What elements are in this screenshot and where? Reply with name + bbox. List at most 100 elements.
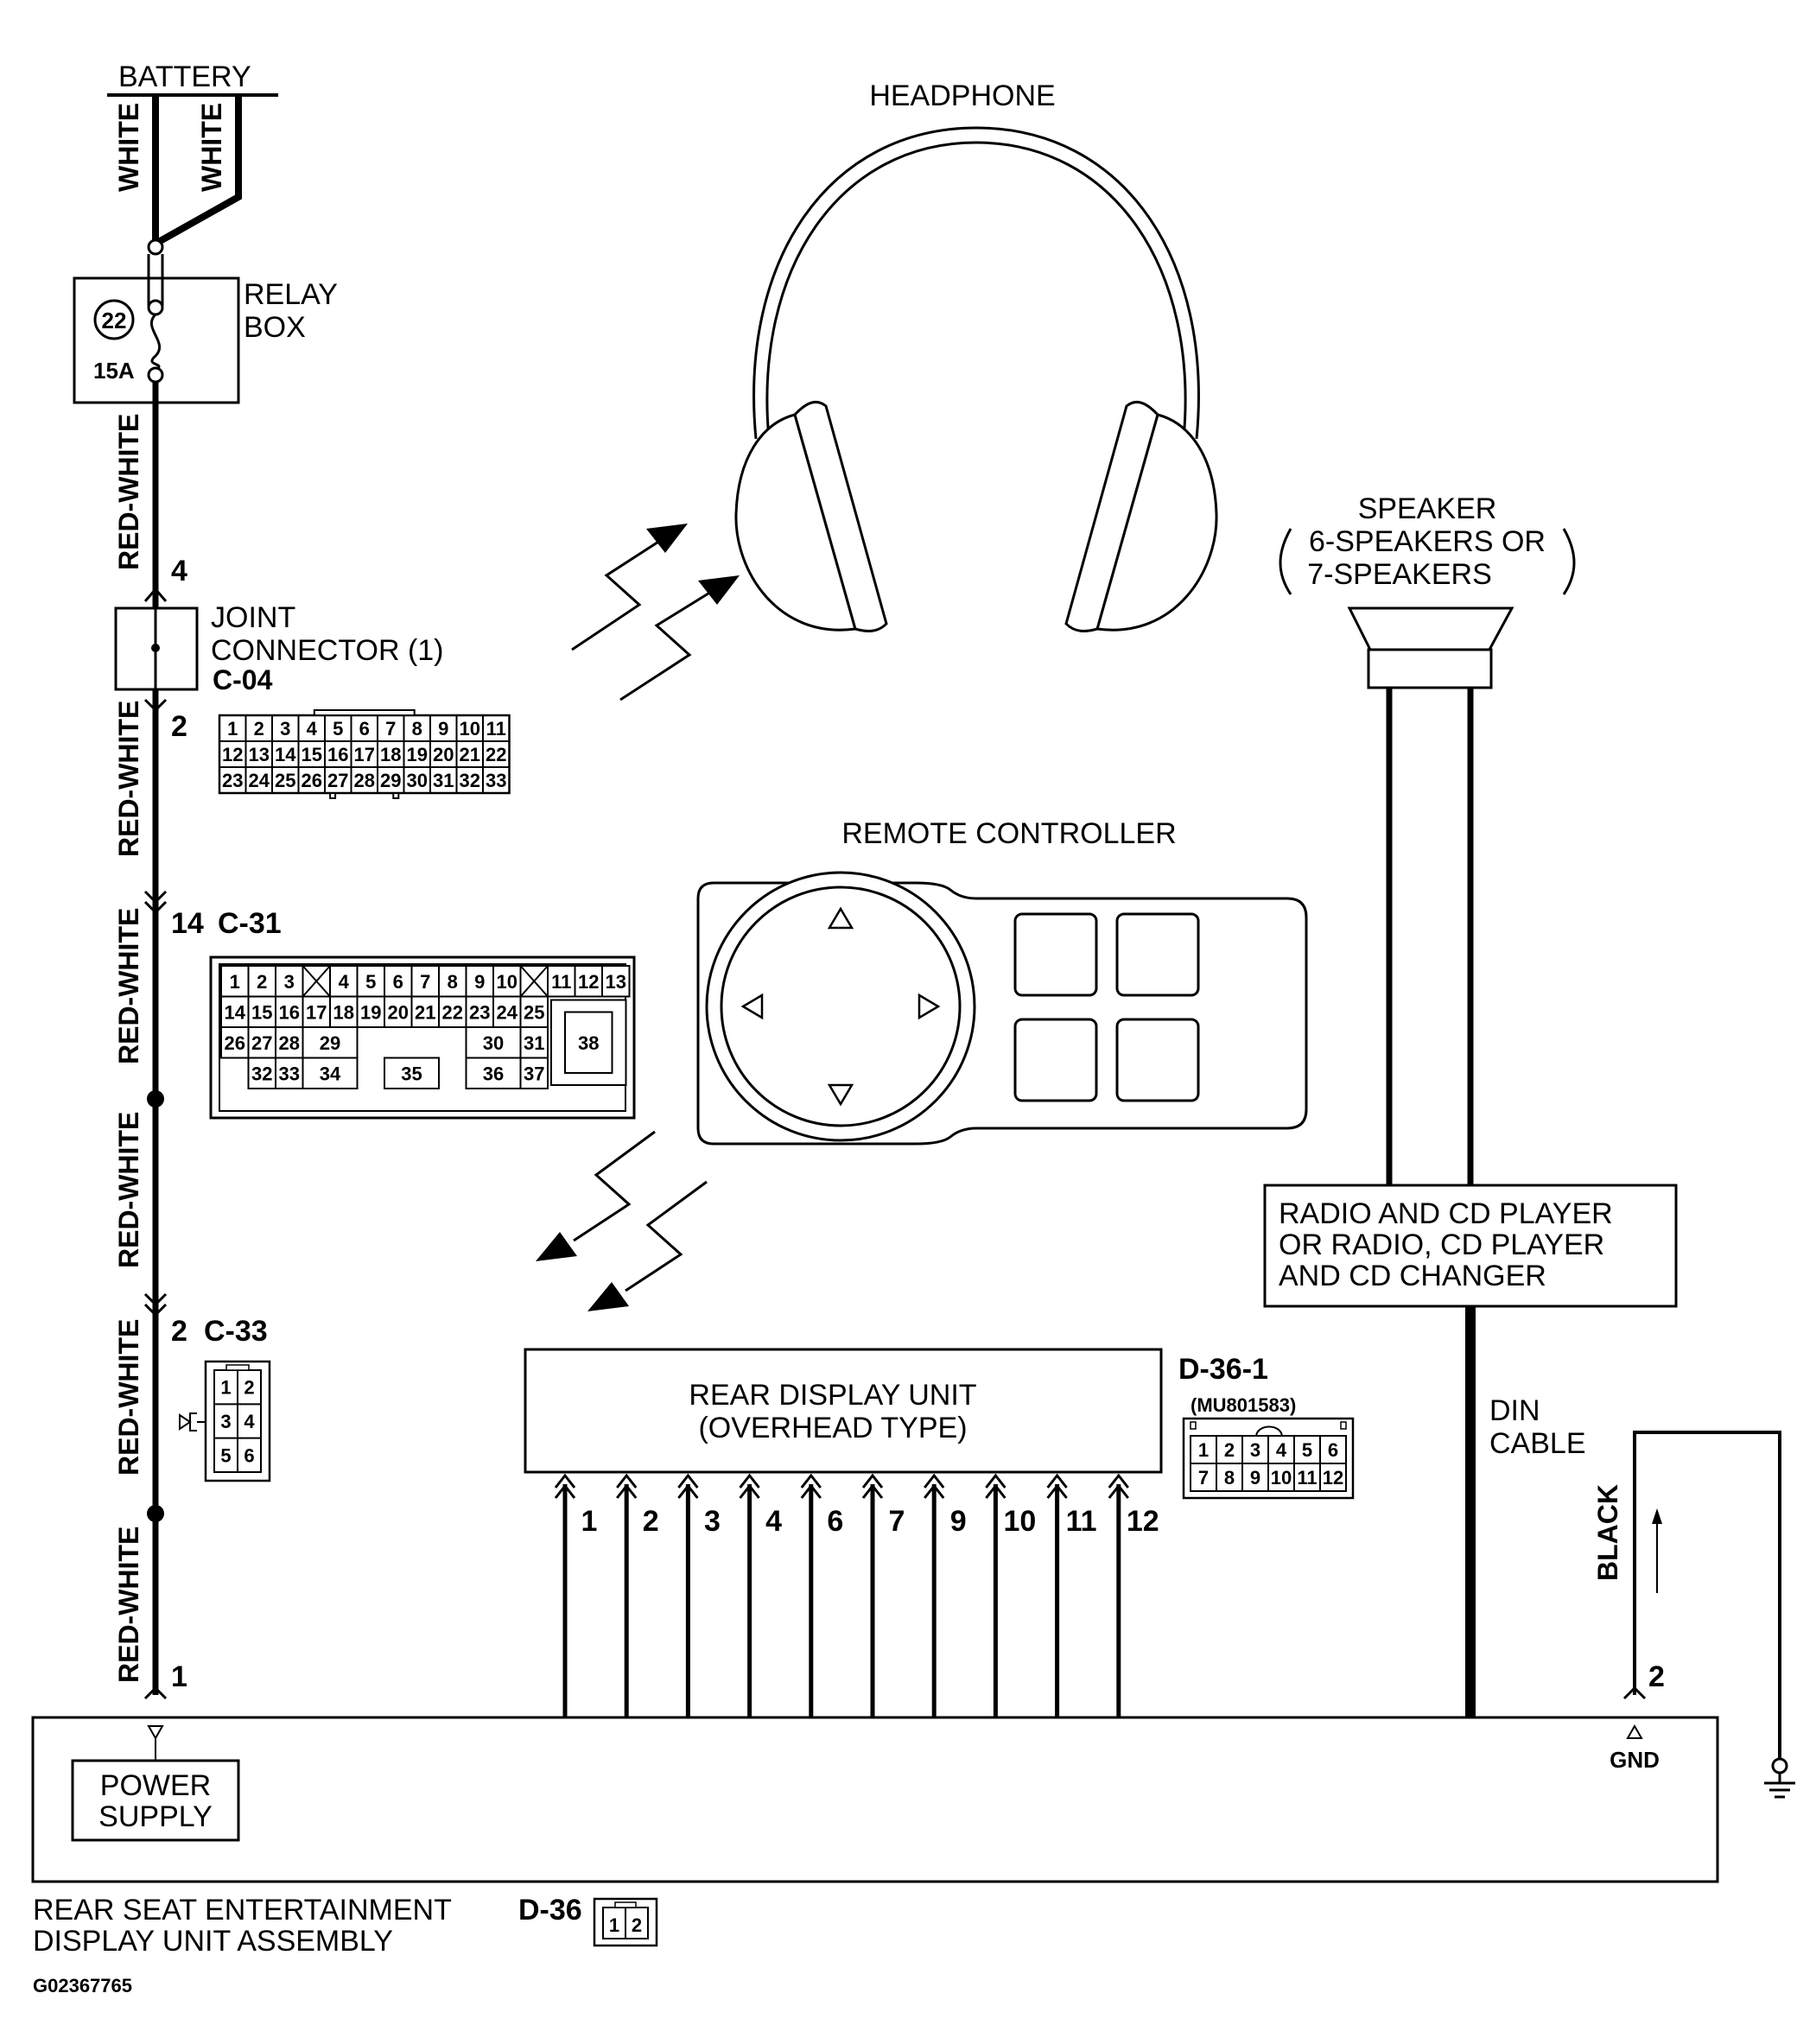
rear-display-pin-number: 12 [1127, 1505, 1159, 1538]
d361-pin: 9 [1250, 1467, 1260, 1489]
d361-code: D-36-1 [1178, 1353, 1268, 1386]
c04-pin: 11 [486, 718, 506, 740]
rear-display-label-2: (OVERHEAD TYPE) [698, 1412, 967, 1444]
relay-box-label-1: RELAY [244, 278, 338, 311]
c31-pin: 17 [306, 1001, 327, 1023]
d36-pin: 1 [609, 1914, 619, 1936]
wire-color-rw-5: RED-WHITE [113, 1319, 144, 1476]
display-unit-assembly [31, 1716, 1719, 1883]
din-cable-label-2: CABLE [1489, 1427, 1586, 1460]
d361-part-number: (MU801583) [1191, 1394, 1296, 1416]
headphone-label: HEADPHONE [869, 79, 1055, 112]
c33-pin: 5 [220, 1444, 231, 1466]
rear-display-pin-number: 2 [643, 1505, 659, 1538]
d361-pin: 8 [1224, 1467, 1235, 1489]
c31-pin: 8 [448, 971, 458, 993]
c31-pin: 25 [524, 1001, 544, 1023]
headphone-icon [734, 126, 1218, 632]
c04-pin: 20 [433, 744, 454, 765]
c04-pin: 19 [407, 744, 428, 765]
c31-pin: 28 [279, 1032, 300, 1054]
wire-color-rw-6: RED-WHITE [113, 1527, 144, 1683]
c31-pin: 30 [483, 1032, 504, 1054]
rear-display-pin-number: 9 [950, 1505, 967, 1538]
wire-color-rw-2: RED-WHITE [113, 701, 144, 857]
d361-pin: 2 [1224, 1439, 1235, 1461]
rear-display-pin-number: 11 [1066, 1505, 1097, 1538]
c04-pin: 18 [380, 744, 401, 765]
c31-pin: 5 [365, 971, 376, 993]
speaker-label: SPEAKER [1358, 492, 1497, 525]
d361-pin: 6 [1328, 1439, 1338, 1461]
wireless-signal-arrow [619, 575, 740, 701]
rear-display-pin-number: 4 [765, 1505, 782, 1538]
c04-pin: 31 [433, 770, 454, 791]
remote-controller-icon [696, 871, 1308, 1146]
radio-label-1: RADIO AND CD PLAYER [1279, 1197, 1613, 1230]
gnd-label: GND [1610, 1747, 1660, 1773]
c31-pin: 24 [497, 1001, 518, 1023]
c31-pin: 1 [230, 971, 240, 993]
c04-pin: 4 [307, 718, 318, 740]
c31-pin: 19 [360, 1001, 381, 1023]
c04-pin: 2 [254, 718, 264, 740]
splice-point [147, 1090, 164, 1108]
c04-pin: 5 [333, 718, 343, 740]
c04-pin: 30 [407, 770, 428, 791]
fuse-rating: 15A [93, 358, 135, 384]
c33-pin: 4 [244, 1411, 255, 1432]
c04-pin: 26 [302, 770, 322, 791]
c31-pin: 15 [251, 1001, 272, 1023]
wire-color-white-right: WHITE [196, 103, 227, 192]
c33-pin: 2 [171, 1315, 187, 1348]
d361-pin: 7 [1198, 1467, 1209, 1489]
c04-pin: 3 [280, 718, 290, 740]
c31-pin: 35 [401, 1063, 422, 1084]
power-supply-label-2: SUPPLY [98, 1800, 213, 1833]
c04-pin: 13 [249, 744, 270, 765]
relay-box: 22 15A [73, 238, 240, 404]
splice-point [147, 1505, 164, 1522]
d361-pin: 4 [1276, 1439, 1287, 1461]
c31-pin: 4 [339, 971, 350, 993]
c31-pin: 18 [333, 1001, 354, 1023]
c04-pin: 6 [359, 718, 370, 740]
d361-pin: 12 [1323, 1467, 1343, 1489]
c04-pin: 27 [327, 770, 348, 791]
rear-display-label-1: REAR DISPLAY UNIT [689, 1379, 976, 1412]
c31-pin: 23 [469, 1001, 490, 1023]
c31-pin: 36 [483, 1063, 504, 1084]
relay-box-label-2: BOX [244, 311, 306, 344]
radio-label-2: OR RADIO, CD PLAYER [1279, 1228, 1604, 1261]
c04-pin: 21 [460, 744, 480, 765]
battery-label: BATTERY [118, 60, 251, 93]
ground-icon [1764, 1757, 1795, 1799]
d36-pin: 2 [632, 1914, 642, 1936]
c04-pin: 16 [327, 744, 348, 765]
rear-display-pin-number: 3 [704, 1505, 721, 1538]
wire-color-black: BLACK [1592, 1484, 1623, 1581]
c04-pin: 24 [249, 770, 270, 791]
wire-color-rw-1: RED-WHITE [113, 414, 144, 570]
wire-color-rw-3: RED-WHITE [113, 908, 144, 1064]
c31-pin: 32 [251, 1063, 272, 1084]
power-supply-label-1: POWER [100, 1769, 211, 1802]
d36-code: D-36 [518, 1894, 582, 1927]
d361-pin: 3 [1250, 1439, 1260, 1461]
c31-pin: 13 [606, 971, 626, 993]
c31-pin: 26 [225, 1032, 245, 1054]
c04-pin: 23 [222, 770, 243, 791]
wire-color-rw-4: RED-WHITE [113, 1112, 144, 1268]
c31-pin: 38 [578, 1032, 599, 1054]
remote-controller-label: REMOTE CONTROLLER [841, 817, 1176, 850]
power-supply-block [71, 1759, 240, 1842]
c31-pin: 20 [388, 1001, 409, 1023]
c04-pin: 9 [438, 718, 448, 740]
c33-pin: 1 [220, 1377, 231, 1399]
d361-pin: 10 [1271, 1467, 1292, 1489]
c04-code: C-04 [213, 664, 273, 695]
